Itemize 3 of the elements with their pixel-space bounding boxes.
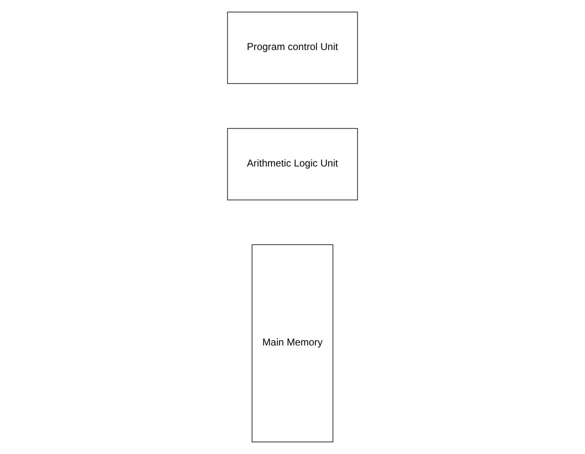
node-box: Arithmetic Logic Unit [227,128,358,200]
node-box: Main Memory [252,244,334,442]
node-box: Program control Unit [227,12,358,84]
